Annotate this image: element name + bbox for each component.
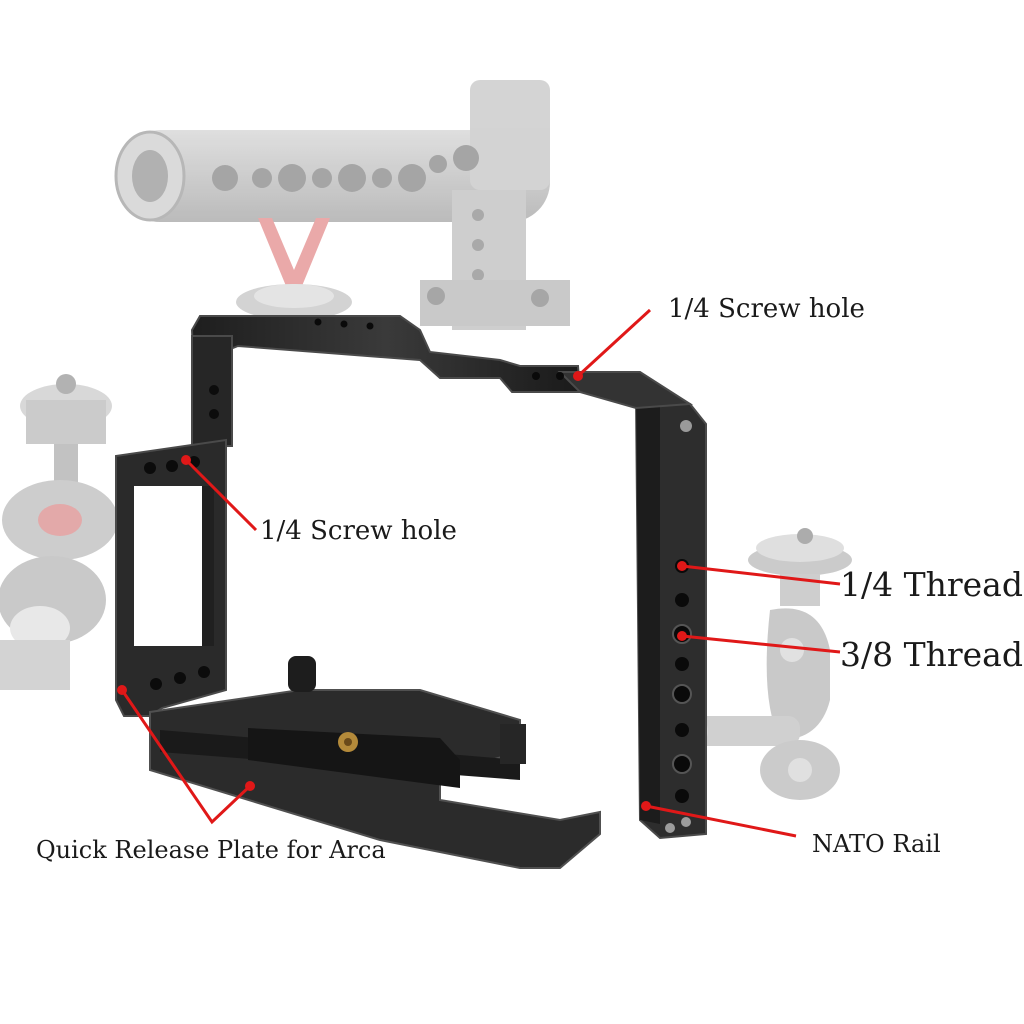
- leader-screw-left: [184, 458, 258, 532]
- leader-lines: [120, 308, 841, 838]
- leader-three-eighth-thread: [681, 634, 841, 654]
- label-screw-hole-left: 1/4 Screw hole: [260, 516, 457, 546]
- leader-quarter-thread: [681, 564, 841, 586]
- handle-holes: [212, 145, 479, 192]
- label-quarter-thread: 1/4 Thread: [840, 565, 1023, 604]
- label-three-eighth-thread: 3/8 Thread: [840, 635, 1023, 674]
- label-arca-plate: Quick Release Plate for Arca: [36, 836, 386, 864]
- cage-frame: [115, 315, 707, 869]
- top-handle: [114, 80, 570, 330]
- label-screw-hole-top: 1/4 Screw hole: [668, 294, 865, 324]
- label-nato-rail: NATO Rail: [812, 830, 941, 858]
- right-magic-arm: [672, 528, 852, 800]
- leader-nato-rail: [645, 804, 797, 838]
- leader-screw-top: [576, 308, 652, 378]
- leader-dots: [117, 371, 687, 811]
- leader-arca-plate: [120, 689, 252, 825]
